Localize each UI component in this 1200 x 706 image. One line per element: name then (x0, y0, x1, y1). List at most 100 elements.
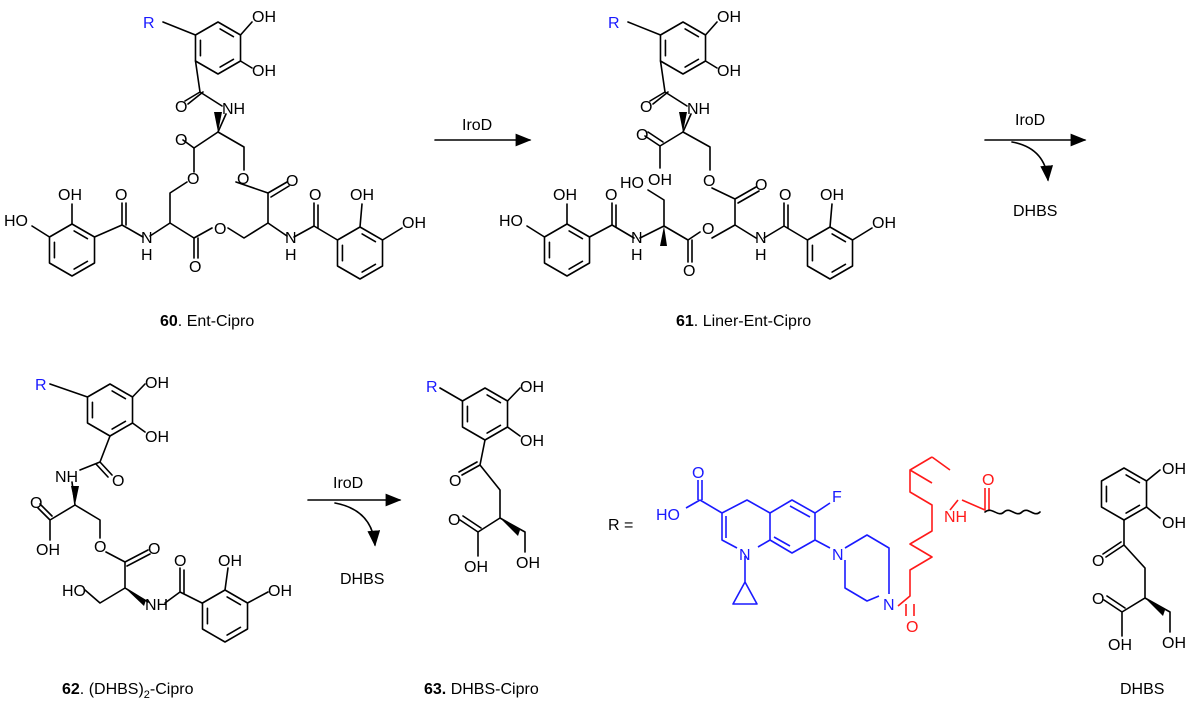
compound-62-caption: 62. (DHBS)2-Cipro (62, 681, 194, 701)
oxygen-label: O (175, 132, 187, 149)
r-group-label: R (35, 377, 47, 394)
amine-label: NH (55, 469, 78, 486)
hydroxyl-label: OH (350, 187, 374, 204)
amine-label: NH (145, 597, 168, 614)
hydroxyl-label: OH (464, 559, 488, 576)
compound-62-structure: R OH OH O NH O OH O O NH HO O OH OH 62. … (30, 375, 292, 701)
benzene-ring (461, 387, 509, 441)
amine-label: NH (687, 101, 710, 118)
hydroxyl-label: OH (1162, 635, 1186, 652)
aromatic-double-bond (568, 260, 584, 270)
oxygen-label: O (640, 99, 652, 116)
r-group-label: R (143, 15, 155, 32)
oxygen-label: O (906, 619, 918, 636)
hydroxyl-label: HO (4, 213, 28, 230)
oxygen-label: O (174, 553, 186, 570)
aromatic-double-bond (73, 230, 89, 240)
byproduct-label: DHBS (340, 571, 384, 588)
hydroxyl-label: OH (1162, 515, 1186, 532)
amine-label: N (631, 230, 643, 247)
aromatic-double-bond (831, 263, 847, 273)
reaction-arrow-1: IroD (434, 117, 532, 147)
nitrogen-label: N (739, 547, 751, 564)
oxygen-label: O (237, 171, 249, 188)
oxygen-label: O (636, 127, 648, 144)
oxygen-label: O (703, 173, 715, 190)
byproduct-label: DHBS (1013, 203, 1057, 220)
fluorine-label: F (832, 489, 842, 506)
oxygen-label: O (187, 171, 199, 188)
aromatic-double-bond (831, 233, 847, 243)
reaction-arrow-3: IroD DHBS (307, 475, 402, 588)
r-group-label: R (608, 15, 620, 32)
amine-label: H (631, 247, 643, 264)
r-equals-label: R = (608, 517, 633, 534)
oxygen-label: O (702, 221, 714, 238)
compound-61-caption: 61. Liner-Ent-Cipro (676, 313, 811, 330)
aromatic-double-bond (486, 424, 502, 434)
hydroxyl-label: HO (62, 583, 86, 600)
amine-label: H (141, 247, 153, 264)
amide-label: NH (944, 509, 967, 526)
benzene-ring (543, 223, 591, 277)
hydroxyl-label: OH (402, 215, 426, 232)
oxygen-label: O (148, 541, 160, 558)
aromatic-double-bond (361, 233, 377, 243)
benzene-ring (336, 226, 384, 280)
compound-60-caption: 60. Ent-Cipro (160, 313, 254, 330)
enzyme-label: IroD (333, 475, 363, 492)
hydroxyl-label: OH (520, 379, 544, 396)
oxygen-label: O (115, 187, 127, 204)
oxygen-label: O (112, 473, 124, 490)
oxygen-label: O (286, 173, 298, 190)
nitrogen-label: N (832, 547, 844, 564)
hydroxyl-label: OH (58, 187, 82, 204)
amine-label: N (755, 230, 767, 247)
oxygen-label: O (779, 187, 791, 204)
compound-60-structure: R OH OH O NH O O O O O O O O N H N H OH … (4, 9, 426, 330)
hydroxyl-label: HO (656, 507, 680, 524)
compound-61-structure: R OH OH O NH O OH O O O O HO O O N H N H… (499, 9, 896, 330)
hydroxyl-label: OH (218, 553, 242, 570)
oxygen-label: O (175, 99, 187, 116)
hydroxyl-label: OH (1108, 637, 1132, 654)
hydroxyl-label: OH (872, 215, 896, 232)
hydroxyl-label: OH (648, 172, 672, 189)
oxygen-label: O (309, 187, 321, 204)
benzene-ring (1100, 467, 1148, 521)
benzene-ring (806, 226, 854, 280)
compound-63-caption: 63. DHBS-Cipro (424, 681, 539, 698)
oxygen-label: O (1092, 553, 1104, 570)
amine-label: N (285, 230, 297, 247)
hydroxyl-label: HO (499, 213, 523, 230)
r-group-definition: R = HO O F N N N O NH O (608, 456, 1041, 636)
aromatic-double-bond (219, 28, 235, 38)
aromatic-double-bond (73, 260, 89, 270)
hydroxyl-label: OH (1162, 461, 1186, 478)
benzene-ring (659, 21, 707, 75)
aromatic-double-bond (226, 626, 242, 636)
benzene-ring (48, 223, 96, 277)
oxygen-label: O (1092, 591, 1104, 608)
benzene-ring (86, 383, 134, 437)
oxygen-label: O (692, 465, 704, 482)
hydroxyl-label: OH (820, 187, 844, 204)
hydroxyl-label: HO (620, 175, 644, 192)
aromatic-double-bond (568, 230, 584, 240)
benzene-ring (194, 21, 242, 75)
hydroxyl-label: OH (145, 375, 169, 392)
oxygen-label: O (94, 539, 106, 556)
compound-63-structure: R OH OH O O OH OH 63. DHBS-Cipro (424, 379, 544, 698)
oxygen-label: O (605, 187, 617, 204)
enzyme-label: IroD (462, 117, 492, 134)
hydroxyl-label: OH (145, 429, 169, 446)
aromatic-double-bond (226, 596, 242, 606)
hydroxyl-label: OH (717, 63, 741, 80)
amine-label: NH (222, 101, 245, 118)
enzyme-label: IroD (1015, 112, 1045, 129)
oxygen-label: O (982, 472, 994, 489)
amine-label: H (285, 247, 297, 264)
oxygen-label: O (214, 221, 226, 238)
hydroxyl-label: OH (36, 542, 60, 559)
